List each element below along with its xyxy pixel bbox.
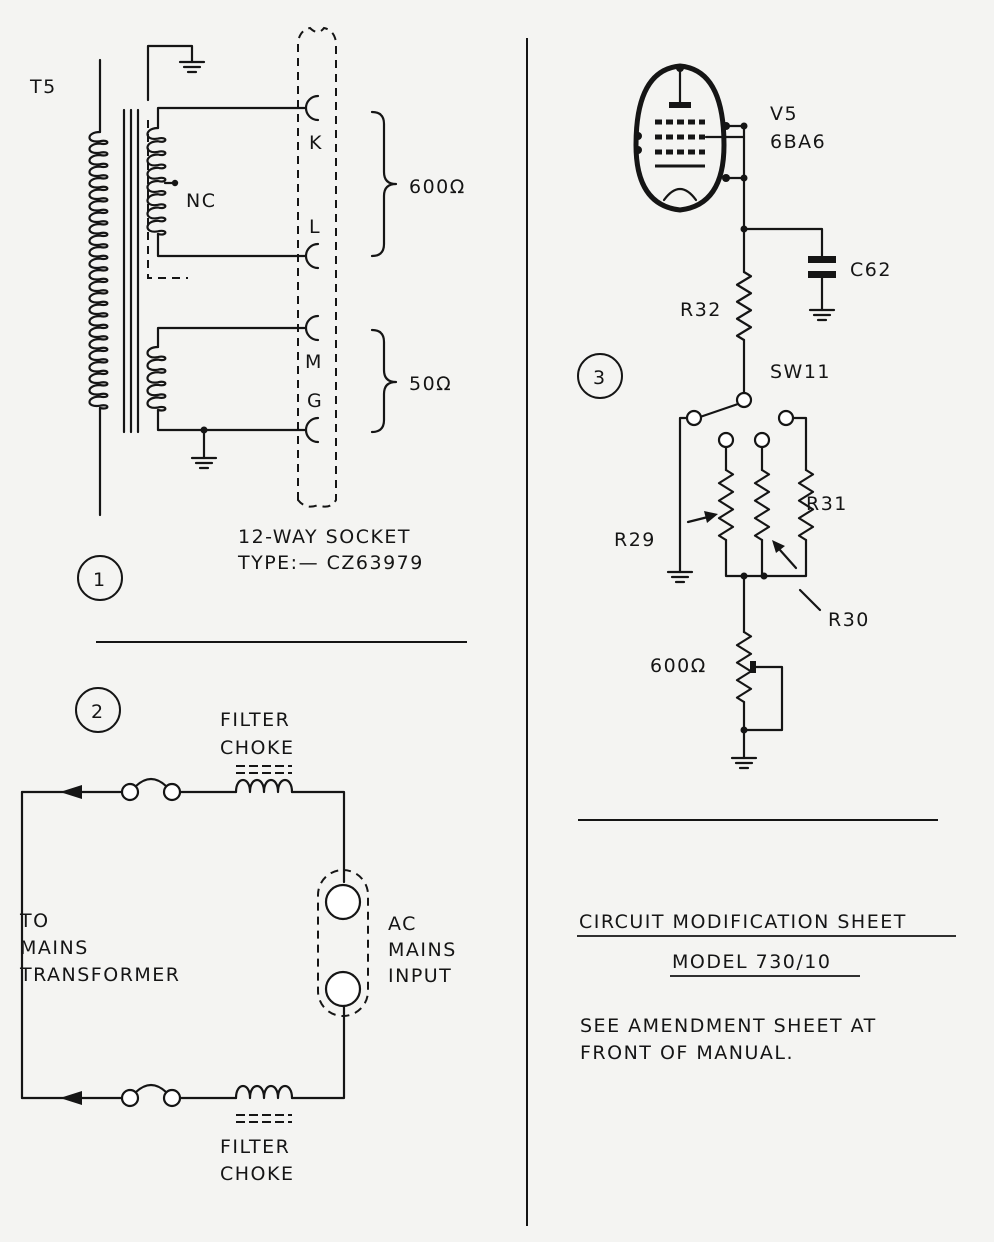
- earth-symbol-top: [146, 44, 206, 102]
- mains-pin-neutral: [324, 970, 362, 1008]
- r30-label: R30: [828, 609, 870, 631]
- brace-600: [370, 110, 398, 258]
- diagram-1-transformer-output: NC T5 K L M G 600Ω 50Ω 12-WAY: [29, 26, 466, 601]
- capacitor-c62: [808, 256, 836, 322]
- ac-input-label: INPUT: [388, 965, 452, 987]
- pin-g-label: G: [307, 390, 323, 412]
- socket-pins: [304, 94, 320, 444]
- panel-dividers: [96, 38, 938, 1226]
- socket-type-label: TYPE:— CZ63979: [237, 552, 424, 574]
- choke-core-top: [236, 765, 292, 774]
- nc-label: NC: [186, 190, 216, 212]
- switch-sw11: [685, 391, 795, 449]
- diagram-1-marker: [77, 555, 123, 601]
- fuse-bottom: [120, 1083, 182, 1108]
- t5-core: [122, 108, 140, 434]
- pin-m-label: M: [305, 351, 323, 373]
- filter-choke-top: [234, 778, 294, 794]
- note-line-1: SEE AMENDMENT SHEET AT: [580, 1015, 877, 1037]
- filter-choke-bottom: [234, 1084, 294, 1100]
- socket-label: 12-WAY SOCKET: [238, 526, 411, 548]
- sheet-title: CIRCUIT MODIFICATION SHEET: [579, 911, 907, 933]
- diagram-2-mains-input: 2 FILTER CHOKE: [19, 687, 457, 1185]
- valve-ref-label: V5: [770, 103, 798, 125]
- diagram-3-number: 3: [593, 367, 607, 389]
- choke-core-bottom: [236, 1114, 292, 1123]
- valve-type-label: 6BA6: [770, 131, 826, 153]
- r31-label: R31: [806, 493, 848, 515]
- mains-label: MAINS: [20, 937, 89, 959]
- screen-dashed: [147, 120, 188, 279]
- arrow-top: [60, 785, 82, 799]
- filter-choke-bottom-label-1: FILTER: [220, 1136, 290, 1158]
- impedance-600-label: 600Ω: [409, 176, 466, 198]
- model-label: MODEL 730/10: [672, 951, 831, 973]
- resistor-r31: [797, 468, 815, 542]
- valve-v5-envelope: [633, 63, 727, 213]
- mains-pin-live: [324, 883, 362, 921]
- r29-label: R29: [614, 529, 656, 551]
- transformer-label: TRANSFORMER: [19, 964, 181, 986]
- resistor-r30: [753, 468, 771, 542]
- t5-label: T5: [29, 76, 57, 98]
- note-line-2: FRONT OF MANUAL.: [580, 1042, 794, 1064]
- pin-l-label: L: [309, 216, 321, 238]
- pin-k-label: K: [309, 132, 323, 154]
- ac-mains-label: MAINS: [388, 939, 457, 961]
- sw11-label: SW11: [770, 361, 831, 383]
- resistor-r32: [735, 270, 753, 342]
- diagram-2-number: 2: [91, 701, 105, 723]
- secondary-50-winding: [146, 326, 307, 470]
- r32-label: R32: [680, 299, 722, 321]
- pot-label: 600Ω: [650, 655, 707, 677]
- arrow-bottom: [60, 1091, 82, 1105]
- valve-v5-electrodes: [634, 64, 748, 202]
- c62-label: C62: [850, 259, 892, 281]
- pot-600: [735, 630, 753, 704]
- filter-choke-top-label-2: CHOKE: [220, 737, 294, 759]
- brace-50: [370, 328, 398, 434]
- impedance-50-label: 50Ω: [409, 373, 452, 395]
- filter-choke-top-label-1: FILTER: [220, 709, 290, 731]
- diagram-3-marker: [577, 353, 623, 399]
- to-label: TO: [19, 910, 50, 932]
- filter-choke-bottom-label-2: CHOKE: [220, 1163, 294, 1185]
- diagram-3-valve-circuit: V5 6BA6 C62 R32 SW11 3: [577, 63, 892, 770]
- fuse-top: [120, 777, 182, 802]
- t5-primary-winding: [88, 58, 109, 517]
- ac-label: AC: [388, 913, 417, 935]
- secondary-600-winding: [146, 106, 307, 258]
- resistor-r29: [717, 468, 735, 542]
- notes-block: CIRCUIT MODIFICATION SHEET MODEL 730/10 …: [577, 911, 956, 1064]
- diagram-1-number: 1: [93, 569, 107, 591]
- diagram-2-marker: [75, 687, 121, 733]
